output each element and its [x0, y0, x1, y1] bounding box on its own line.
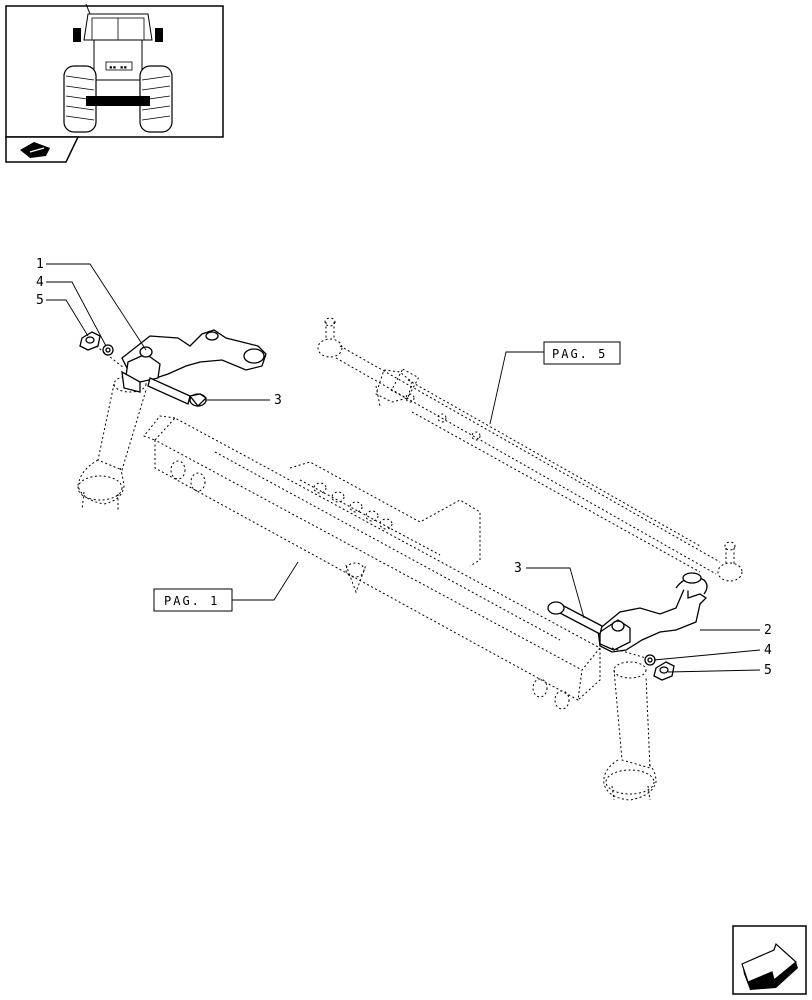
- callout-4-right: 4: [764, 643, 772, 658]
- nut-right: [653, 661, 675, 681]
- leader-lines: [46, 263, 761, 673]
- steering-arm-right: [597, 572, 708, 653]
- nut-left: [79, 331, 101, 351]
- page-reference-1[interactable]: PAG. 1: [153, 588, 233, 612]
- right-steering-knuckle: [603, 661, 657, 801]
- page-reference-5[interactable]: PAG. 5: [543, 341, 621, 365]
- callout-5-right: 5: [764, 663, 772, 678]
- left-steering-knuckle: [77, 375, 147, 512]
- book-icon: [5, 136, 80, 163]
- callout-5-left: 5: [36, 293, 44, 308]
- tractor-thumbnail: ▪▪ ▪▪: [5, 3, 224, 138]
- front-axle-beam: [143, 415, 601, 710]
- bolt-right: [547, 601, 603, 635]
- callout-2: 2: [764, 623, 772, 638]
- svg-text:PAG. 1: PAG. 1: [164, 594, 219, 608]
- washer-right: [644, 654, 656, 666]
- svg-text:PAG. 5: PAG. 5: [552, 347, 607, 361]
- washer-left: [102, 344, 114, 356]
- callout-3-left: 3: [274, 393, 282, 408]
- callout-3-right: 3: [514, 561, 522, 576]
- callout-4-left: 4: [36, 275, 44, 290]
- next-page-arrow-icon[interactable]: [732, 925, 807, 995]
- bolt-left: [147, 377, 208, 407]
- svg-text:▪▪ ▪▪: ▪▪ ▪▪: [109, 64, 127, 71]
- tie-rod-assembly: [317, 317, 743, 582]
- steering-arm-left: [121, 329, 267, 393]
- callout-1: 1: [36, 257, 44, 272]
